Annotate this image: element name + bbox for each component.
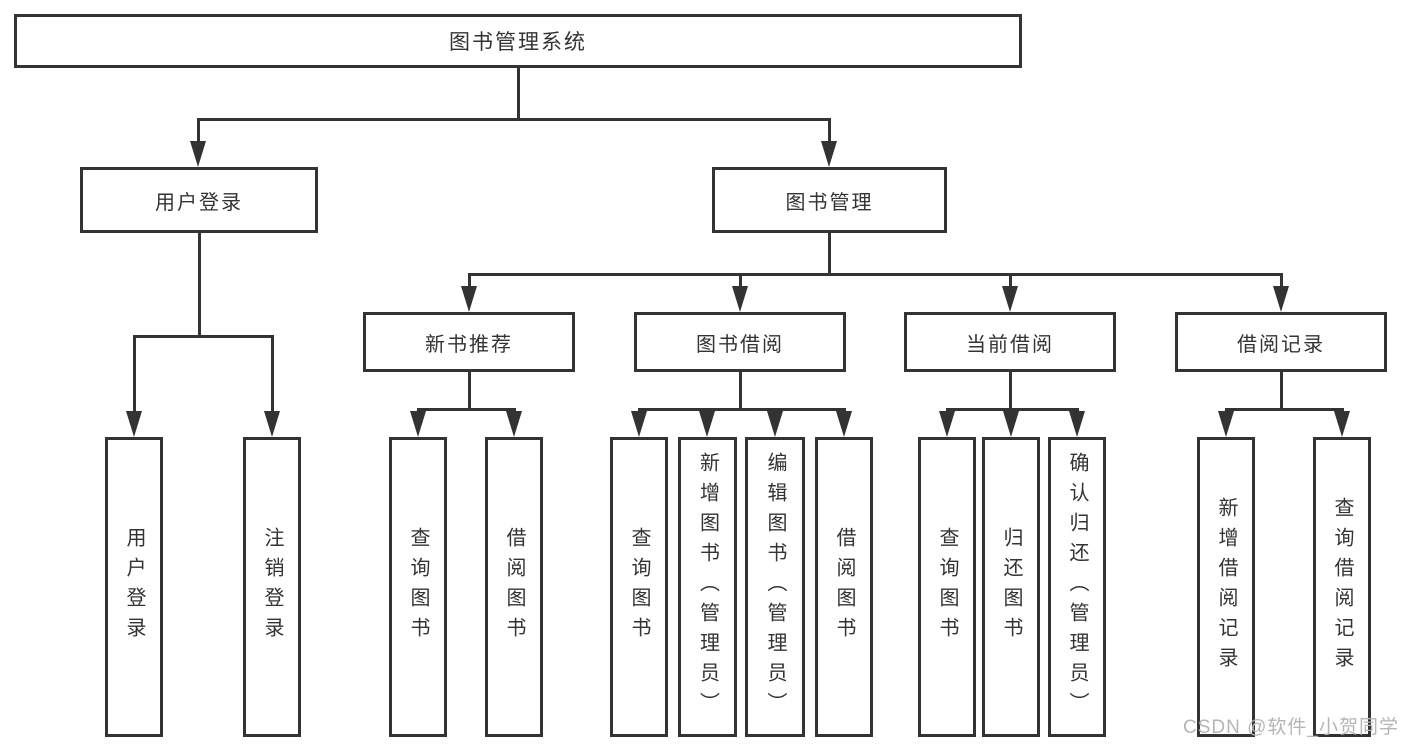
connector-drop-borrowing-records (1280, 273, 1283, 288)
leaf-borrow-books: 借阅图书 (815, 437, 873, 737)
arrowhead-user-login-leaf (126, 411, 142, 437)
leaf-add-borrow-record: 新增借阅记录 (1197, 437, 1255, 737)
arrowhead-user-login (190, 141, 206, 167)
leaf-user-login: 用户登录 (105, 437, 163, 737)
arrowhead-book-management (821, 141, 837, 167)
arrowhead-borrow-books (836, 411, 852, 437)
node-current-borrowing: 当前借阅 (904, 312, 1116, 372)
arrowhead-borrowing-records (1273, 286, 1289, 312)
connector-user-login-branch (133, 335, 274, 338)
connector-drop-current-borrowing (1009, 273, 1012, 288)
node-library-management-system: 图书管理系统 (14, 14, 1022, 68)
connector-drop-logout (271, 335, 274, 413)
arrowhead-logout (264, 411, 280, 437)
connector-current-borrowing-branch (946, 408, 1079, 411)
connector-new-book-rec-branch (417, 408, 516, 411)
arrowhead-add-books (699, 411, 715, 437)
connector-book-management-branch (468, 273, 1282, 276)
connector-borrowing-records-stem (1280, 372, 1283, 408)
leaf-return-books: 归还图书 (982, 437, 1040, 737)
leaf-confirm-return-admin: 确认归还（管理员） (1048, 437, 1106, 737)
leaf-rec-borrow-books: 借阅图书 (485, 437, 543, 737)
connector-drop-user-login (197, 118, 200, 143)
arrowhead-current-borrowing (1002, 286, 1018, 312)
csdn-watermark: CSDN @软件_小贺同学 (1183, 717, 1399, 738)
connector-drop-user-login-leaf (133, 335, 136, 413)
arrowhead-new-book-rec (461, 286, 477, 312)
arrowhead-book-borrowing (732, 286, 748, 312)
arrowhead-borrow-query-books (631, 411, 647, 437)
connector-new-book-rec-stem (468, 372, 471, 408)
connector-book-borrowing-stem (739, 372, 742, 408)
connector-book-management-stem (828, 233, 831, 273)
leaf-add-books-admin: 新增图书（管理员） (678, 437, 737, 737)
leaf-rec-query-books: 查询图书 (389, 437, 447, 737)
connector-user-login-stem (198, 233, 201, 335)
arrowhead-confirm-return (1069, 411, 1085, 437)
leaf-borrow-query-books: 查询图书 (610, 437, 668, 737)
connector-drop-book-borrowing (739, 273, 742, 288)
leaf-query-borrow-record: 查询借阅记录 (1313, 437, 1371, 737)
node-book-borrowing: 图书借阅 (634, 312, 846, 372)
leaf-current-query-books: 查询图书 (918, 437, 976, 737)
arrowhead-rec-query-books (410, 411, 426, 437)
leaf-edit-books-admin: 编辑图书（管理员） (745, 437, 805, 737)
arrowhead-current-query-books (939, 411, 955, 437)
node-book-management: 图书管理 (712, 167, 947, 233)
node-user-login: 用户登录 (80, 167, 318, 233)
arrowhead-query-borrow-record (1334, 411, 1350, 437)
arrowhead-rec-borrow-books (506, 411, 522, 437)
connector-borrowing-records-branch (1225, 408, 1344, 411)
node-borrowing-records: 借阅记录 (1175, 312, 1387, 372)
arrowhead-add-borrow-record (1218, 411, 1234, 437)
arrowhead-edit-books (767, 411, 783, 437)
arrowhead-return-books (1003, 411, 1019, 437)
connector-drop-new-book-rec (468, 273, 471, 288)
connector-current-borrowing-stem (1009, 372, 1012, 408)
connector-book-borrowing-branch (638, 408, 846, 411)
leaf-logout: 注销登录 (243, 437, 301, 737)
node-new-book-recommendation: 新书推荐 (363, 312, 575, 372)
connector-root-branch (197, 118, 831, 121)
connector-root-stem (517, 68, 520, 118)
connector-drop-book-management (828, 118, 831, 143)
